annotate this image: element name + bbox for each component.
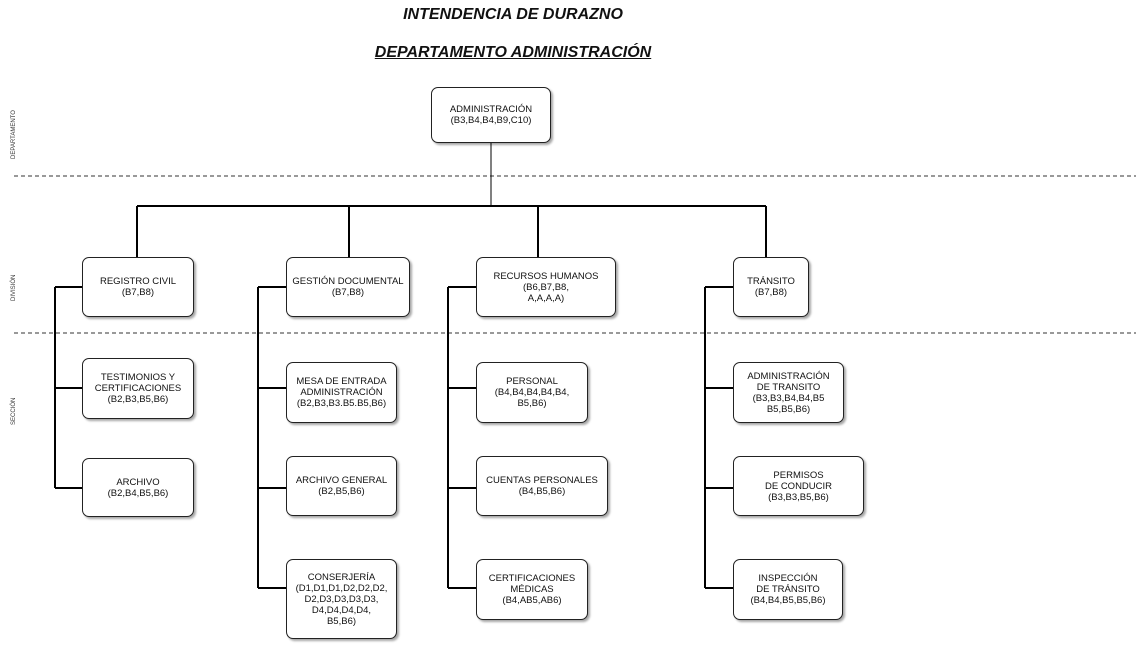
node-codes: (B4,B4,B5,B5,B6) bbox=[750, 595, 826, 606]
node-name: CERTIFICACIONES bbox=[488, 573, 576, 584]
node-admin-transito: ADMINISTRACIÓN DE TRANSITO (B3,B3,B4,B4,… bbox=[733, 362, 844, 423]
node-mesa-entrada: MESA DE ENTRADA ADMINISTRACIÓN (B2,B3,B3… bbox=[286, 362, 397, 423]
page-subtitle: DEPARTAMENTO ADMINISTRACIÓN bbox=[374, 44, 652, 61]
node-name: CERTIFICACIONES bbox=[94, 383, 182, 394]
node-codes: (D1,D1,D1,D2,D2,D2, bbox=[295, 582, 388, 594]
node-name: ADMINISTRACIÓN bbox=[449, 104, 533, 115]
node-archivo: ARCHIVO (B2,B4,B5,B6) bbox=[82, 458, 194, 517]
band-label-division: DIVISIÓN bbox=[11, 274, 17, 301]
node-codes: (B2,B5,B6) bbox=[318, 486, 365, 497]
band-label-seccion: SECCIÓN bbox=[11, 397, 17, 425]
node-codes: (B7,B8) bbox=[754, 287, 788, 298]
node-permisos-conducir: PERMISOS DE CONDUCIR (B3,B3,B5,B6) bbox=[733, 456, 864, 516]
node-codes: (B2,B4,B5,B6) bbox=[107, 487, 169, 499]
node-name: CUENTAS PERSONALES bbox=[486, 475, 598, 486]
node-name: ARCHIVO bbox=[116, 476, 160, 488]
node-name: DE CONDUCIR bbox=[764, 480, 833, 492]
node-name: MÉDICAS bbox=[510, 584, 554, 595]
node-administracion: ADMINISTRACIÓN (B3,B4,B4,B9,C10) bbox=[431, 87, 551, 143]
band-label-departamento: DEPARTAMENTO bbox=[11, 110, 17, 159]
node-codes: (B4,AB5,AB6) bbox=[502, 595, 562, 606]
node-codes: B5,B5,B6) bbox=[766, 403, 811, 415]
node-name: ARCHIVO GENERAL bbox=[295, 475, 388, 486]
node-codes: D4,D4,D4,D4, bbox=[311, 604, 372, 616]
node-inspeccion-transito: INSPECCIÓN DE TRÁNSITO (B4,B4,B5,B5,B6) bbox=[733, 559, 843, 620]
node-codes: (B6,B7,B8, bbox=[523, 281, 569, 293]
node-cuentas-personales: CUENTAS PERSONALES (B4,B5,B6) bbox=[476, 456, 608, 516]
node-name: PERSONAL bbox=[506, 376, 558, 387]
node-codes: D2,D3,D3,D3,D3, bbox=[304, 593, 379, 605]
node-name: DE TRANSITO bbox=[756, 381, 821, 393]
node-archivo-general: ARCHIVO GENERAL (B2,B5,B6) bbox=[286, 456, 397, 516]
node-codes: (B4,B4,B4,B4,B4, bbox=[494, 387, 570, 398]
node-name: INSPECCIÓN bbox=[758, 573, 818, 584]
node-codes: (B3,B4,B4,B9,C10) bbox=[450, 115, 532, 126]
node-personal: PERSONAL (B4,B4,B4,B4,B4, B5,B6) bbox=[476, 362, 588, 423]
node-name: MESA DE ENTRADA bbox=[296, 376, 387, 387]
node-recursos-humanos: RECURSOS HUMANOS (B6,B7,B8, A,A,A,A) bbox=[476, 257, 616, 317]
node-codes: B5,B6) bbox=[517, 398, 547, 409]
node-name: TESTIMONIOS Y bbox=[100, 372, 176, 383]
node-certificaciones-medicas: CERTIFICACIONES MÉDICAS (B4,AB5,AB6) bbox=[476, 559, 588, 620]
node-codes: (B3,B3,B4,B4,B5 bbox=[752, 392, 825, 404]
node-transito: TRÁNSITO (B7,B8) bbox=[733, 257, 809, 317]
node-name: DE TRÁNSITO bbox=[756, 584, 820, 595]
node-name: PERMISOS bbox=[773, 469, 824, 481]
node-codes: (B2,B3,B3.B5.B5,B6) bbox=[296, 398, 387, 409]
node-name: CONSERJERÍA bbox=[307, 571, 376, 583]
node-conserjeria: CONSERJERÍA (D1,D1,D1,D2,D2,D2, D2,D3,D3… bbox=[286, 559, 397, 639]
node-name: TRÁNSITO bbox=[747, 276, 795, 287]
node-codes: (B7,B8) bbox=[121, 287, 155, 298]
node-name: RECURSOS HUMANOS bbox=[493, 270, 599, 282]
node-codes: (B4,B5,B6) bbox=[518, 486, 566, 497]
node-gestion-documental: GESTIÓN DOCUMENTAL (B7,B8) bbox=[286, 257, 410, 317]
node-codes: (B7,B8) bbox=[331, 287, 365, 298]
node-name: ADMINISTRACIÓN bbox=[300, 387, 383, 398]
page-title: INTENDENCIA DE DURAZNO bbox=[403, 6, 623, 23]
node-codes: A,A,A,A) bbox=[527, 292, 565, 304]
node-name: ADMINISTRACIÓN bbox=[747, 370, 830, 382]
node-name: REGISTRO CIVIL bbox=[99, 276, 176, 287]
node-codes: (B2,B3,B5,B6) bbox=[107, 394, 169, 405]
node-codes: (B3,B3,B5,B6) bbox=[768, 491, 829, 503]
node-registro-civil: REGISTRO CIVIL (B7,B8) bbox=[82, 257, 194, 317]
node-testimonios: TESTIMONIOS Y CERTIFICACIONES (B2,B3,B5,… bbox=[82, 358, 194, 419]
node-name: GESTIÓN DOCUMENTAL bbox=[292, 276, 404, 287]
node-codes: B5,B6) bbox=[326, 615, 357, 627]
